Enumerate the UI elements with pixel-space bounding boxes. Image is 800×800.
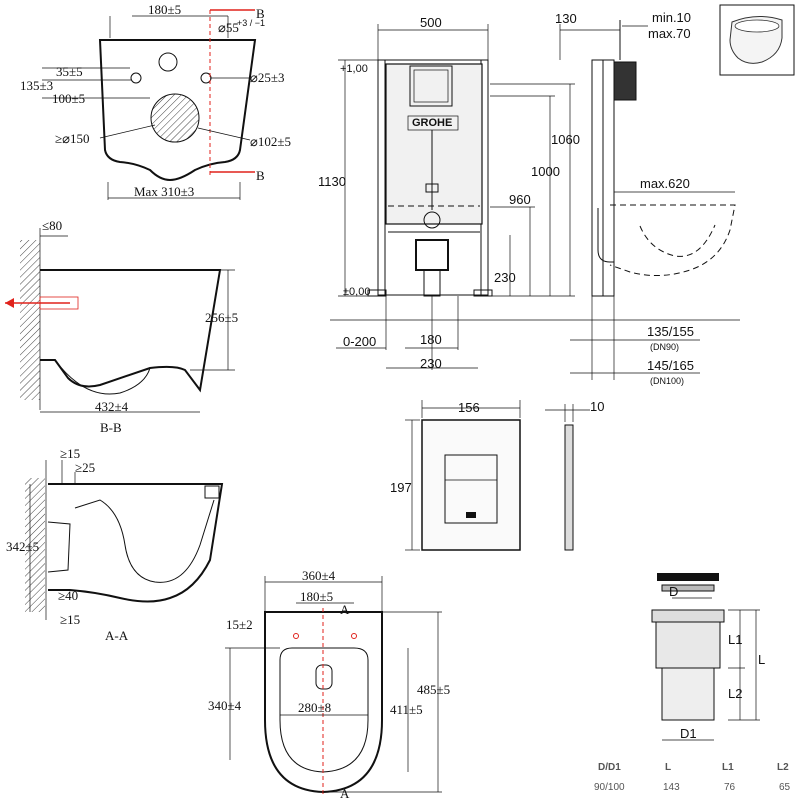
table-header-l2: L2 (777, 762, 789, 773)
dim-zero: ±0,00 (343, 286, 370, 298)
dim-340: 340±4 (208, 698, 242, 713)
section-bb-label: B-B (100, 420, 122, 435)
dim-432: 432±4 (95, 399, 129, 414)
dim-500: 500 (420, 15, 442, 30)
dim-25: ⌀25±3 (250, 70, 284, 85)
dim-280: 280±8 (298, 700, 331, 715)
table-header-l: L (665, 762, 671, 773)
dim-180-bottom: 180±5 (300, 589, 333, 604)
dim-197: 197 (390, 480, 412, 495)
dim-360: 360±4 (302, 568, 336, 583)
flush-plate-view: 156 197 10 (390, 399, 604, 551)
dim-max310: Max 310±3 (134, 184, 194, 199)
dim-15-bottom: 15±2 (226, 617, 253, 632)
dim-min10: min.10 (652, 10, 691, 25)
dim-130: 130 (555, 11, 577, 26)
table-value-l1: 76 (724, 782, 736, 793)
pipe-l1-label: L1 (728, 632, 742, 647)
dim-411: 411±5 (390, 702, 423, 717)
dim-156: 156 (458, 400, 480, 415)
dim-40: ≥40 (58, 588, 78, 603)
section-a-top: A (340, 602, 350, 617)
section-a-bottom: A (340, 786, 350, 800)
section-aa-label: A-A (105, 628, 129, 643)
dim-15-top: ≥15 (60, 446, 80, 461)
dim-230-vert: 230 (494, 270, 516, 285)
dim-100: 100±5 (52, 91, 85, 106)
dim-1130: 1130 (318, 174, 346, 189)
dim-15-bot: ≥15 (60, 612, 80, 627)
dim-25-aa: ≥25 (75, 460, 95, 475)
pipe-connector-view: D L1 L2 L D1 D/D1 L L1 L2 90/100 143 76 … (594, 573, 791, 793)
dim-485: 485±5 (417, 682, 450, 697)
dim-342: 342±5 (6, 539, 39, 554)
dim-10: 10 (590, 399, 604, 414)
section-aa-view: ≥15 ≥25 342±5 ≥40 ≥15 A-A (6, 446, 224, 643)
section-b-top: B (256, 6, 265, 21)
dim-180: 180±5 (148, 2, 181, 17)
dim-dn100: (DN100) (650, 376, 684, 386)
dim-180-front: 180 (420, 332, 442, 347)
dim-55: ⌀55 (218, 20, 239, 35)
table-value-l: 143 (663, 782, 680, 793)
pipe-l-label: L (758, 652, 765, 667)
dim-35: 35±5 (56, 64, 83, 79)
pipe-table: D/D1 L L1 L2 90/100 143 76 65 (594, 762, 791, 793)
dim-960: 960 (509, 192, 531, 207)
dim-max70: max.70 (648, 26, 691, 41)
section-bb-view: ≤80 256±5 432±4 B-B (5, 218, 238, 435)
dim-1060: 1060 (551, 132, 580, 147)
dim-145-165: 145/165 (647, 358, 694, 373)
pipe-d-label: D (669, 584, 678, 599)
dim-80: ≤80 (42, 218, 62, 233)
dim-102: ⌀102±5 (250, 134, 291, 149)
dim-150: ≥⌀150 (55, 131, 89, 146)
table-header-d: D/D1 (598, 762, 621, 773)
dim-1000: 1000 (531, 164, 560, 179)
dim-plus100: +1,00 (340, 63, 368, 75)
frame-front-view: GROHE 500 1130 +1,00 ±0,00 1060 1000 960… (318, 15, 740, 371)
toilet-bottom-view: A A 360±4 180±5 15±2 340±4 280±8 485±5 4… (208, 568, 450, 800)
grohe-logo: GROHE (412, 117, 452, 129)
dim-256: 256±5 (205, 310, 238, 325)
pipe-d1-label: D1 (680, 726, 697, 741)
table-header-l1: L1 (722, 762, 734, 773)
dim-135-155: 135/155 (647, 324, 694, 339)
pipe-l2-label: L2 (728, 686, 742, 701)
dim-0-200: 0-200 (343, 334, 376, 349)
frame-side-view: 130 min.10 max.70 max.620 135/155 (DN90)… (555, 10, 736, 386)
dim-135: 135±3 (20, 78, 53, 93)
wall-hung-toilet-icon (719, 4, 795, 76)
dim-max620: max.620 (640, 176, 690, 191)
table-value-d: 90/100 (594, 782, 625, 793)
toilet-top-view: 180±5 B B ⌀55 +3 / −1 35±5 135±3 100±5 ⌀… (20, 2, 291, 200)
table-value-l2: 65 (779, 782, 791, 793)
section-b-bottom: B (256, 168, 265, 183)
dim-230-horiz: 230 (420, 356, 442, 371)
dim-dn90: (DN90) (650, 342, 679, 352)
dim-55-tol: +3 / −1 (237, 18, 265, 28)
